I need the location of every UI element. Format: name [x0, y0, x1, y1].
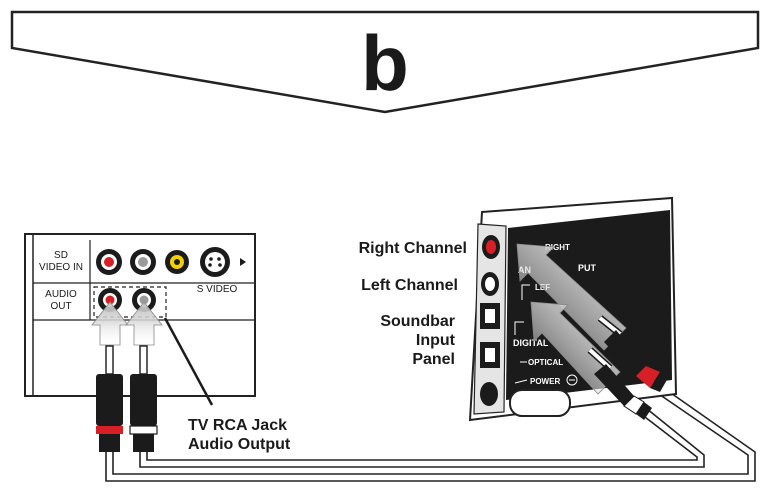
- tv-video-jack-white: [130, 249, 156, 275]
- soundbar-power-port: [480, 382, 498, 406]
- tv-video-jack-red: [96, 249, 122, 275]
- svideo-label: S VIDEO: [197, 284, 238, 295]
- label-soundbar-line1: Soundbar: [380, 313, 455, 330]
- soundbar-jack-right: [482, 235, 500, 259]
- rca-plug-white-tv: [129, 345, 158, 452]
- label-soundbar-line2: Input: [416, 332, 456, 349]
- panel-text-analog-b: PUT: [578, 263, 597, 273]
- tv-audio-out-jack-white: [132, 288, 156, 312]
- sd-video-in-label-1: SD: [54, 250, 68, 261]
- panel-text-optical: OPTICAL: [528, 358, 563, 367]
- rca-plug-white-soundbar: [587, 347, 652, 420]
- rca-plug-red-soundbar: [597, 315, 668, 392]
- panel-text-power: POWER: [530, 377, 560, 386]
- audio-cables: [105, 383, 756, 482]
- soundbar-digital-port: [480, 303, 500, 329]
- sd-video-in-label-2: VIDEO IN: [39, 262, 83, 273]
- step-banner: b: [10, 10, 760, 114]
- rca-plug-red-tv: [96, 345, 123, 452]
- tv-callout-line: [163, 317, 214, 406]
- label-tv-line1: TV RCA Jack: [188, 417, 287, 434]
- step-letter: b: [361, 19, 409, 107]
- label-soundbar-line3: Panel: [412, 351, 455, 368]
- tv-insert-arrows: [91, 301, 163, 346]
- label-right-channel: Right Channel: [359, 240, 467, 257]
- audio-out-label-2: OUT: [50, 301, 71, 312]
- tv-panel: SD VIDEO IN AUDIO OUT S VI: [24, 233, 256, 397]
- audio-out-label-1: AUDIO: [45, 289, 77, 300]
- tv-audio-out-jack-red: [98, 288, 122, 312]
- soundbar-vent: [509, 389, 571, 417]
- tv-svideo-jack: [200, 247, 246, 277]
- soundbar-optical-port: [480, 342, 500, 368]
- tv-video-jack-yellow: [165, 250, 189, 274]
- label-tv-line2: Audio Output: [188, 436, 291, 453]
- panel-text-right: RIGHT: [545, 243, 570, 252]
- soundbar-jack-left: [481, 272, 499, 296]
- panel-text-digital: DIGITAL: [513, 338, 549, 348]
- label-left-channel: Left Channel: [361, 277, 458, 294]
